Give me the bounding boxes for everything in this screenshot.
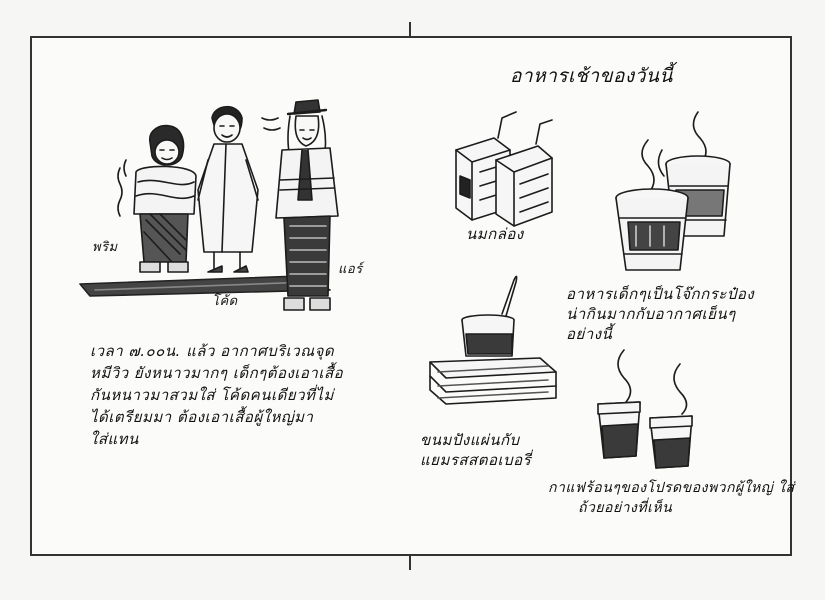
caption-milk-box: นมกล่อง xyxy=(466,225,524,243)
breakfast-heading: อาหารเช้าของวันนี้ xyxy=(510,65,673,87)
caption-line: น่ากินมากกับอากาศเย็นๆ xyxy=(566,305,736,323)
caption-line: ขนมปังแผ่นกับ xyxy=(420,431,520,449)
illustration-frame xyxy=(30,36,792,556)
coffee-cups-drawing xyxy=(597,349,693,469)
crop-mark-top xyxy=(409,22,411,36)
label-prim: พริม xyxy=(92,240,118,255)
caption-line: อย่างนี้ xyxy=(566,325,613,343)
bread-and-jam-drawing xyxy=(429,275,557,405)
caption-line: กาแฟร้อนๆของโปรดของพวกผู้ใหญ่ ใส่ xyxy=(548,480,795,496)
caption-line: ถ้วยอย่างที่เห็น xyxy=(578,500,673,516)
caption-porridge: อาหารเด็กๆเป็นโจ๊กกระป๋อง น่ากินมากกับอา… xyxy=(566,284,754,344)
prim-figure xyxy=(117,124,197,273)
story-line: หมีวิว ยังหนาวมากๆ เด็กๆต้องเอาเสื้อ xyxy=(90,364,344,382)
air-figure xyxy=(261,99,339,311)
label-kode: โค้ด xyxy=(212,294,238,309)
crop-mark-bottom xyxy=(409,556,411,570)
caption-line: แยมรสสตอเบอรี่ xyxy=(420,451,532,469)
label-air: แอร์ xyxy=(338,262,363,277)
story-paragraph: เวลา ๗.๐๐น. แล้ว อากาศบริเวณจุด หมีวิว ย… xyxy=(90,340,343,450)
caption-line: อาหารเด็กๆเป็นโจ๊กกระป๋อง xyxy=(566,285,755,303)
caption-coffee: กาแฟร้อนๆของโปรดของพวกผู้ใหญ่ ใส่ ถ้วยอย… xyxy=(548,478,795,518)
milk-box-drawing xyxy=(455,111,553,227)
porridge-cups-drawing xyxy=(615,111,731,271)
story-line: ใส่แทน xyxy=(90,430,139,448)
caption-bread: ขนมปังแผ่นกับ แยมรสสตอเบอรี่ xyxy=(420,430,531,470)
kode-figure xyxy=(197,105,259,273)
story-line: กันหนาวมาสวมใส่ โค้ดคนเดียวที่ไม่ xyxy=(90,386,334,404)
story-line: เวลา ๗.๐๐น. แล้ว อากาศบริเวณจุด xyxy=(90,342,335,360)
story-line: ได้เตรียมมา ต้องเอาเสื้อผู้ใหญ่มา xyxy=(90,408,314,426)
ground-shadow xyxy=(79,275,331,297)
